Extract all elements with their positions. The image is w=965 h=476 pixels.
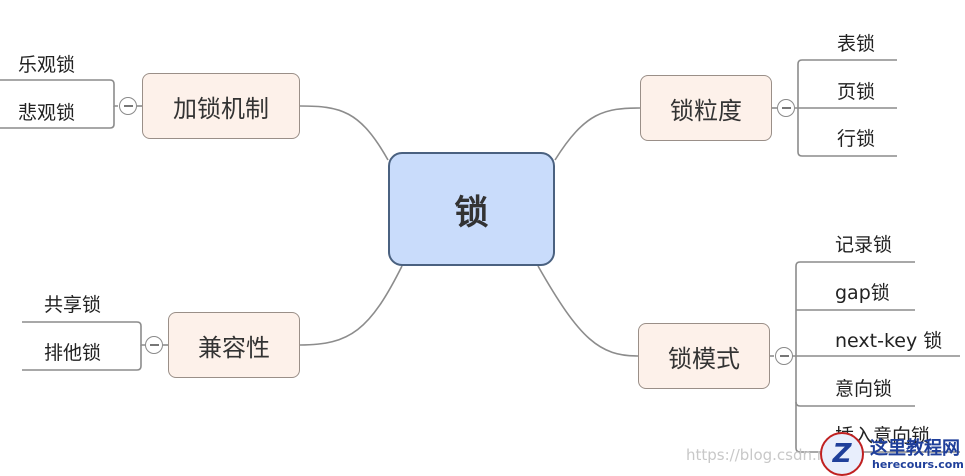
branch-compatibility-label: 兼容性 <box>198 333 270 362</box>
minus-icon <box>781 107 791 109</box>
branch-mode[interactable]: 锁模式 <box>638 323 770 389</box>
branch-locking-mechanism[interactable]: 加锁机制 <box>142 73 300 139</box>
leaf-intention-lock[interactable]: 意向锁 <box>835 378 893 400</box>
edge-root-compatibility <box>299 265 403 346</box>
site-name: 这里教程网 <box>870 438 960 459</box>
minus-icon <box>123 105 133 107</box>
branch-granularity-label: 锁粒度 <box>670 96 742 125</box>
site-logo-icon: Z <box>820 432 864 476</box>
branch-mode-label: 锁模式 <box>668 344 740 373</box>
site-domain: herecours.com <box>872 458 964 471</box>
leaf-page-lock[interactable]: 页锁 <box>837 81 876 103</box>
branch-locking-mechanism-label: 加锁机制 <box>173 94 269 123</box>
root-node[interactable]: 锁 <box>388 152 555 266</box>
leaf-record-lock[interactable]: 记录锁 <box>835 234 893 256</box>
collapse-toggle-locking-mechanism[interactable] <box>119 97 137 115</box>
edge-root-granularity <box>554 107 641 161</box>
site-watermark-logo: Z 这里教程网 herecours.com <box>812 428 964 476</box>
collapse-toggle-granularity[interactable] <box>777 99 795 117</box>
collapse-toggle-compatibility[interactable] <box>145 336 163 354</box>
root-node-label: 锁 <box>454 192 489 233</box>
leaf-next-key-lock[interactable]: next-key 锁 <box>835 330 943 352</box>
leaf-shared-lock[interactable]: 共享锁 <box>44 294 102 316</box>
branch-granularity[interactable]: 锁粒度 <box>640 75 772 141</box>
edge-root-locking-mechanism <box>299 105 389 161</box>
leaf-exclusive-lock[interactable]: 排他锁 <box>44 342 102 364</box>
csdn-watermark: https://blog.csdn.n <box>686 446 827 464</box>
leaf-pessimistic-lock[interactable]: 悲观锁 <box>18 102 76 124</box>
branch-compatibility[interactable]: 兼容性 <box>168 312 300 378</box>
minus-icon <box>149 344 159 346</box>
leaf-row-lock[interactable]: 行锁 <box>837 128 876 150</box>
minus-icon <box>779 355 789 357</box>
leaf-optimistic-lock[interactable]: 乐观锁 <box>18 54 76 76</box>
leaf-table-lock[interactable]: 表锁 <box>837 33 876 55</box>
collapse-toggle-mode[interactable] <box>775 347 793 365</box>
edge-root-mode <box>537 265 639 357</box>
leaf-gap-lock[interactable]: gap锁 <box>835 282 890 304</box>
